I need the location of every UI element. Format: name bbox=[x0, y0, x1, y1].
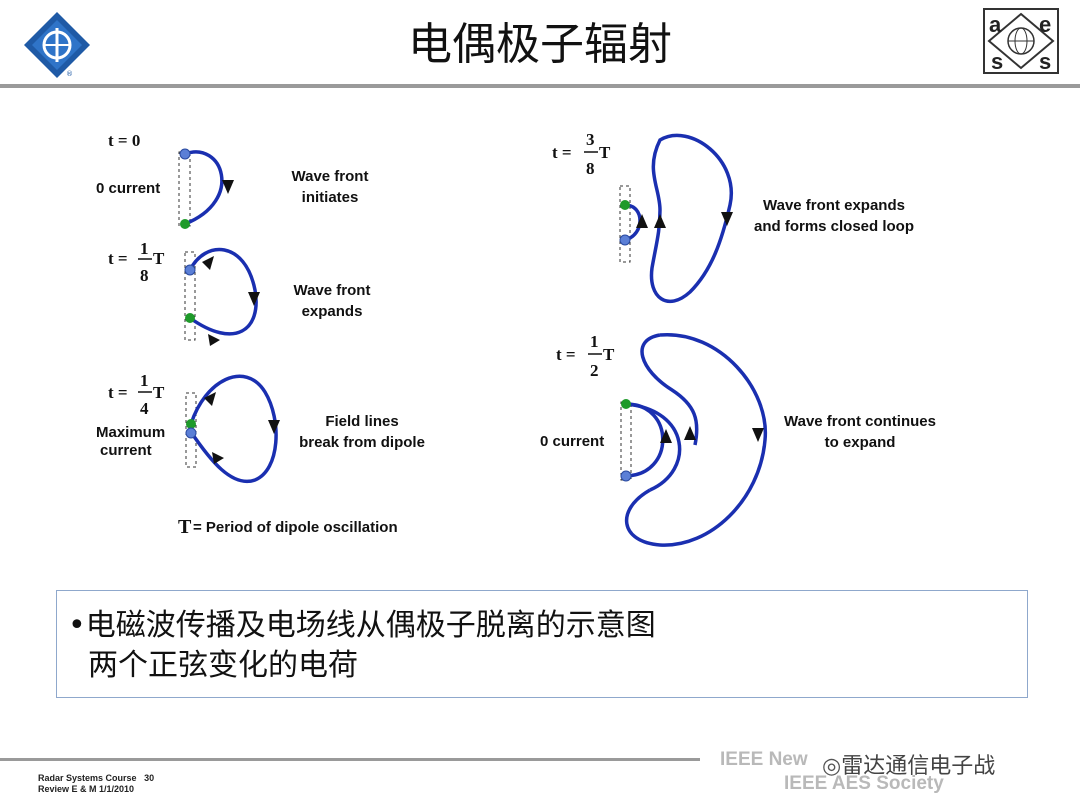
time-fraction-numerator: 3 bbox=[586, 130, 595, 149]
direction-arrow-icon bbox=[222, 180, 234, 194]
period-legend-text: = Period of dipole oscillation bbox=[193, 519, 398, 536]
wechat-icon: ◎ bbox=[822, 754, 842, 779]
zero-current-label: 0 current bbox=[96, 180, 160, 197]
header-divider bbox=[0, 84, 1080, 88]
wave-front-closed-loop-label: Wave front expands bbox=[763, 197, 905, 214]
wave-front-continues-label: Wave front continues bbox=[784, 413, 936, 430]
dipole-antenna bbox=[184, 251, 196, 341]
time-fraction-denominator: 8 bbox=[140, 266, 149, 285]
dipole-antenna bbox=[620, 401, 632, 481]
period-legend-symbol: T bbox=[178, 516, 192, 538]
time-label-t18: t = bbox=[108, 249, 128, 268]
page-title: 电偶极子辐射 bbox=[408, 19, 672, 70]
positive-charge-icon bbox=[185, 427, 197, 439]
time-label-t14: t = bbox=[108, 383, 128, 402]
direction-arrow-icon bbox=[248, 292, 260, 306]
aes-logo-letter: e bbox=[1039, 12, 1051, 37]
svg-text:®: ® bbox=[66, 70, 73, 78]
direction-arrow-icon bbox=[212, 452, 224, 464]
bullet-icon: • bbox=[68, 608, 86, 643]
caption-line-1: •电磁波传播及电场线从偶极子脱离的示意图 bbox=[68, 608, 656, 643]
direction-arrow-icon bbox=[208, 334, 220, 346]
direction-arrow-icon bbox=[660, 429, 672, 443]
positive-charge-icon bbox=[184, 264, 196, 276]
direction-arrow-icon bbox=[268, 420, 280, 434]
maximum-current-label: current bbox=[100, 442, 152, 459]
wave-front-expands-label: expands bbox=[302, 303, 363, 320]
time-fraction-denominator: 2 bbox=[590, 361, 599, 380]
maximum-current-label: Maximum bbox=[96, 424, 165, 441]
expanding-wave-front bbox=[624, 333, 767, 547]
direction-arrow-icon bbox=[654, 214, 666, 228]
time-fraction-denominator: 4 bbox=[140, 399, 149, 418]
direction-arrow-icon bbox=[752, 428, 764, 442]
dipole-antenna bbox=[619, 185, 631, 263]
time-label-t0: t = 0 bbox=[108, 131, 140, 150]
time-label-t38: t = bbox=[552, 143, 572, 162]
footer-course-info: Radar Systems Course 30 Review E & M 1/1… bbox=[38, 773, 155, 794]
wave-front-closed-loop-label: and forms closed loop bbox=[754, 218, 914, 235]
direction-arrow-icon bbox=[202, 256, 214, 270]
field-line-inner bbox=[624, 203, 642, 242]
aes-logo-letter: a bbox=[989, 12, 1002, 37]
time-fraction-numerator: 1 bbox=[590, 332, 599, 351]
footer-ieee-branding: IEEE New IEEE AES Society bbox=[720, 749, 944, 794]
aes-logo-letter: s bbox=[1039, 49, 1051, 74]
period-symbol: T bbox=[153, 383, 165, 402]
wave-front-expands-label: Wave front bbox=[294, 282, 371, 299]
wave-front-initiates-label: initiates bbox=[302, 189, 359, 206]
closed-loop-wave-front bbox=[649, 133, 734, 304]
wechat-watermark: ◎雷达通信电子战 bbox=[822, 754, 996, 779]
negative-charge-icon bbox=[180, 219, 190, 229]
wave-front-initiates-label: Wave front bbox=[292, 168, 369, 185]
wave-front-line bbox=[184, 150, 224, 226]
wave-front-line bbox=[188, 247, 258, 336]
aes-logo-letter: s bbox=[991, 49, 1003, 74]
negative-charge-icon bbox=[186, 419, 196, 429]
time-fraction-numerator: 1 bbox=[140, 239, 149, 258]
wave-front-line bbox=[189, 374, 278, 484]
aes-society-logo-icon: a e s s bbox=[983, 8, 1059, 74]
positive-charge-icon bbox=[620, 470, 632, 482]
field-line-middle bbox=[625, 402, 682, 492]
negative-charge-icon bbox=[185, 313, 195, 323]
direction-arrow-icon bbox=[636, 214, 648, 228]
direction-arrow-icon bbox=[684, 426, 696, 440]
zero-current-label-2: 0 current bbox=[540, 433, 604, 450]
negative-charge-icon bbox=[620, 200, 630, 210]
expanding-wave-front-inner bbox=[640, 333, 699, 446]
caption-box bbox=[56, 590, 1028, 698]
footer-divider bbox=[0, 758, 700, 761]
caption-line-2: 两个正弦变化的电荷 bbox=[88, 648, 358, 683]
page-number: 30 bbox=[144, 773, 155, 783]
ieee-logo-icon: ® bbox=[24, 12, 90, 78]
field-lines-label: Field lines bbox=[325, 413, 398, 430]
period-symbol: T bbox=[599, 143, 611, 162]
time-label-t12: t = bbox=[556, 345, 576, 364]
positive-charge-icon bbox=[619, 234, 631, 246]
period-symbol: T bbox=[153, 249, 165, 268]
negative-charge-icon bbox=[621, 399, 631, 409]
time-fraction-denominator: 8 bbox=[586, 159, 595, 178]
field-lines-label: break from dipole bbox=[299, 434, 425, 451]
time-fraction-numerator: 1 bbox=[140, 371, 149, 390]
direction-arrow-icon bbox=[721, 212, 733, 226]
wave-front-continues-label: to expand bbox=[825, 434, 896, 451]
period-symbol: T bbox=[603, 345, 615, 364]
direction-arrow-icon bbox=[204, 392, 216, 406]
positive-charge-icon bbox=[179, 148, 191, 160]
dipole-antenna bbox=[178, 151, 191, 227]
